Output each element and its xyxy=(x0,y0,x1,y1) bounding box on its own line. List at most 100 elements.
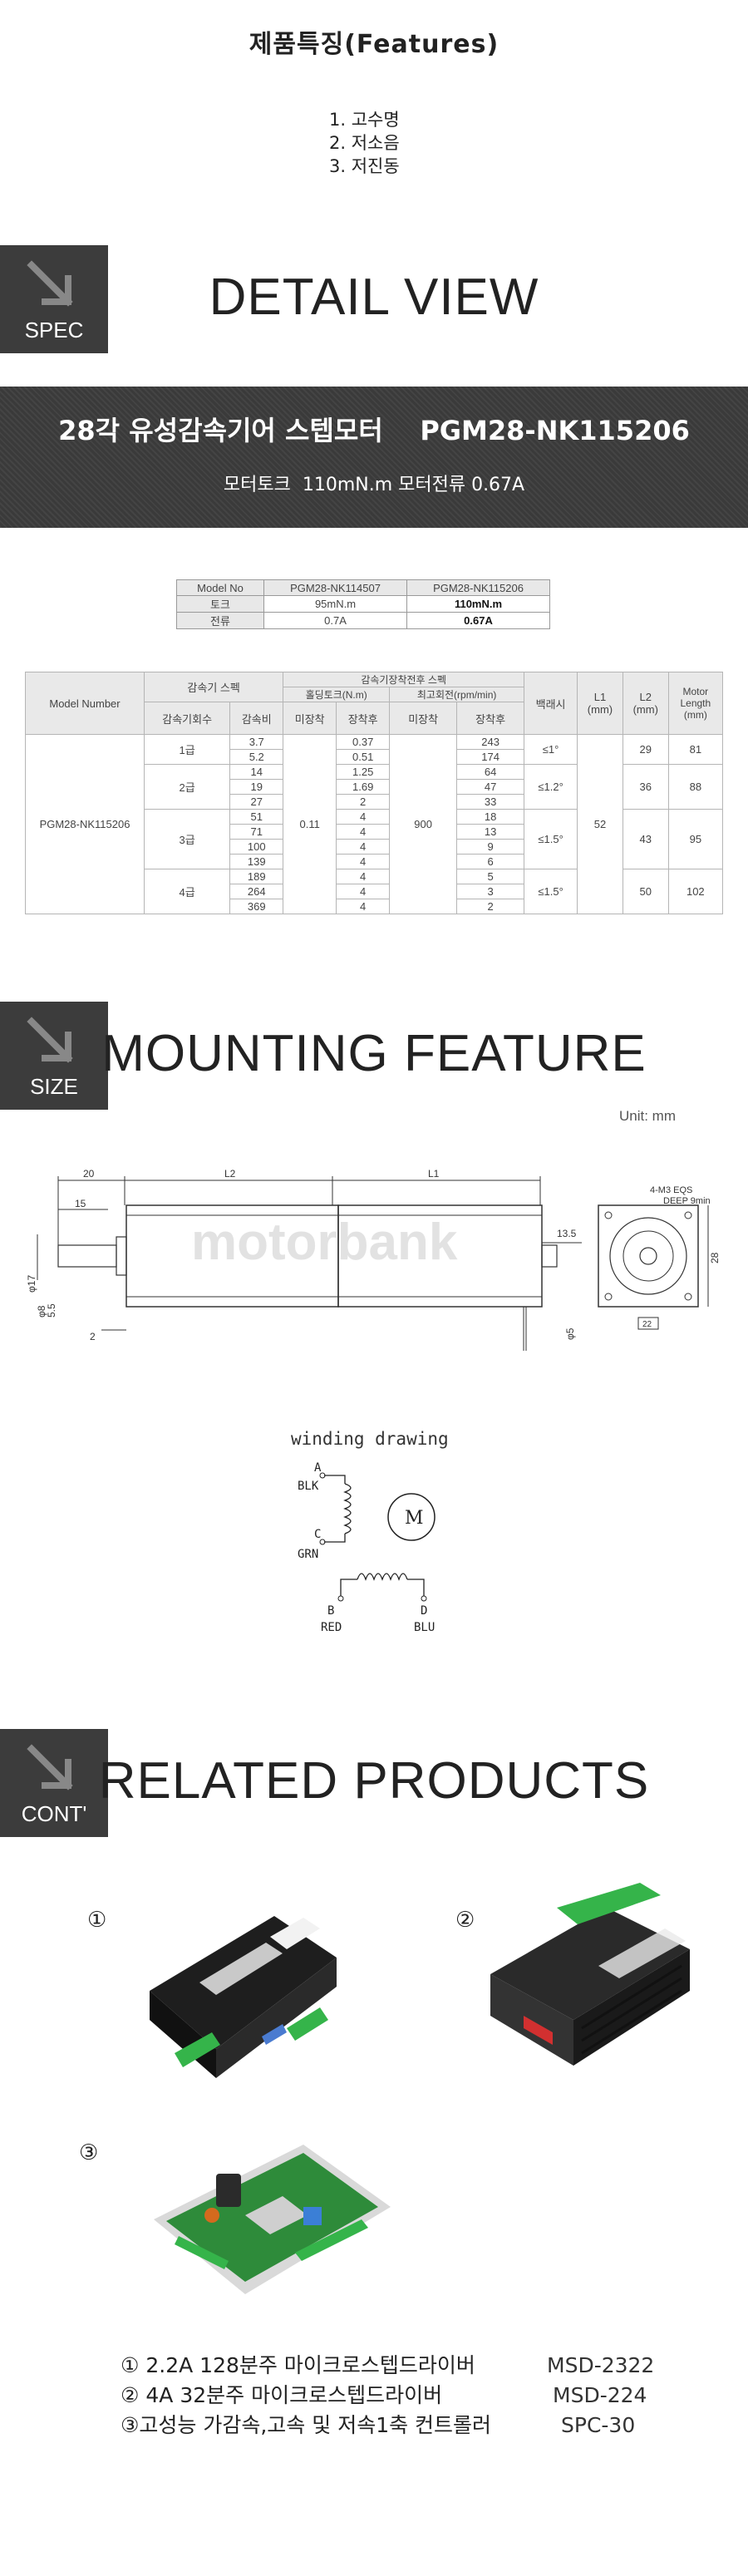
dim-15: 15 xyxy=(75,1198,86,1209)
dia-8: φ8 xyxy=(36,1305,47,1318)
speed-after-cell: 9 xyxy=(456,839,525,855)
speed-before-cell: 900 xyxy=(389,734,458,914)
product-image-msd-2322[interactable] xyxy=(116,1883,366,2099)
length-cell: 81 xyxy=(667,734,724,765)
table-cell: 95mN.m xyxy=(263,595,407,613)
spec-badge: SPEC xyxy=(0,245,108,353)
table-cell: 0.67A xyxy=(406,612,550,629)
header-reducer: 감속기 스펙 xyxy=(143,672,284,702)
holding-before-cell: 0.11 xyxy=(283,734,337,914)
product-banner: 28각 유성감속기어 스텝모터 PGM28-NK115206 모터토크 110m… xyxy=(0,387,748,528)
header-model: Model Number xyxy=(25,672,145,735)
holding-after-cell: 4 xyxy=(336,884,391,899)
product-name: ③고성능 가감속,고속 및 저속1축 컨트롤러 xyxy=(121,2413,492,2437)
features-list: 1. 고수명 2. 저소음 3. 저진동 xyxy=(329,108,400,178)
l2-cell: 50 xyxy=(622,869,669,914)
banner-title: 28각 유성감속기어 스텝모터 PGM28-NK115206 xyxy=(58,415,690,446)
arrow-down-right-icon xyxy=(27,260,73,307)
holding-after-cell: 4 xyxy=(336,839,391,855)
label-red: RED xyxy=(321,1621,342,1634)
cont-badge: CONT' xyxy=(0,1729,108,1837)
ratio-cell: 51 xyxy=(229,809,284,825)
table-cell: Model No xyxy=(176,579,264,596)
product-image-spc-30[interactable] xyxy=(137,2128,411,2327)
dia-55: 5.5 xyxy=(46,1303,57,1318)
dia-17: φ17 xyxy=(26,1275,37,1293)
backlash-cell: ≤1.2° xyxy=(524,764,578,810)
length-cell: 95 xyxy=(667,809,724,869)
label-a: A xyxy=(314,1461,322,1475)
holding-after-cell: 2 xyxy=(336,794,391,810)
watermark-text: motorbank xyxy=(191,1214,458,1271)
header-motor-length: Motor Length (mm) xyxy=(667,672,724,735)
speed-after-cell: 13 xyxy=(456,824,525,840)
list-item[interactable]: ② 4A 32분주 마이크로스텝드라이버 MSD-224 xyxy=(0,2381,748,2411)
holding-after-cell: 1.25 xyxy=(336,764,391,780)
dia-5: φ5 xyxy=(564,1327,576,1340)
product-model: MSD-2322 xyxy=(547,2353,655,2377)
related-products-title: RELATED PRODUCTS xyxy=(98,1752,650,1810)
feature-item: 1. 고수명 xyxy=(329,110,400,130)
speed-after-cell: 6 xyxy=(456,854,525,869)
label-d: D xyxy=(421,1604,427,1618)
table-row: Model No PGM28-NK114507 PGM28-NK115206 xyxy=(176,579,550,596)
dim-20: 20 xyxy=(83,1168,95,1180)
backlash-cell: ≤1.5° xyxy=(524,809,578,869)
table-row: 3급 51 4 18 ≤1.5° 43 95 xyxy=(26,809,724,869)
winding-title: winding drawing xyxy=(291,1429,449,1449)
speed-after-cell: 5 xyxy=(456,869,525,884)
box-22: 22 xyxy=(642,1320,652,1329)
speed-after-cell: 2 xyxy=(456,899,525,914)
ratio-cell: 27 xyxy=(229,794,284,810)
header-after-spec: 감속기장착전후 스펙 xyxy=(283,672,525,687)
spec-table: Model Number 감속기 스펙 감속기장착전후 스펙 백래시 L1 (m… xyxy=(25,672,724,914)
winding-diagram: winding drawing M A BLK C GRN B RED D BL… xyxy=(291,1429,449,1634)
ratio-cell: 264 xyxy=(229,884,284,899)
ratio-cell: 100 xyxy=(229,839,284,855)
ratio-cell: 5.2 xyxy=(229,749,284,765)
ratio-cell: 139 xyxy=(229,854,284,869)
table-cell: 0.7A xyxy=(263,612,407,629)
stage-cell: 3급 xyxy=(143,809,231,869)
related-products-list: ① 2.2A 128분주 마이크로스텝드라이버 MSD-2322 ② 4A 32… xyxy=(0,2351,748,2442)
header-after: 장착후 xyxy=(336,702,391,735)
holding-after-cell: 4 xyxy=(336,899,391,914)
ratio-cell: 3.7 xyxy=(229,734,284,750)
label-c: C xyxy=(314,1528,321,1541)
table-row: 27 2 33 xyxy=(26,794,723,810)
table-cell: 토크 xyxy=(176,595,264,613)
product-name: ① 2.2A 128분주 마이크로스텝드라이버 xyxy=(121,2353,475,2377)
stage-cell: 2급 xyxy=(143,764,231,810)
arrow-down-right-icon xyxy=(27,1017,73,1063)
mounting-drawing: motorbank 20 L2 L1 15 φ17 φ8 5.5 2 13.5 … xyxy=(26,1168,721,1351)
table-cell: PGM28-NK114507 xyxy=(263,579,407,596)
spec-badge-label: SPEC xyxy=(24,318,84,342)
table-row: 토크 95mN.m 110mN.m xyxy=(176,595,550,613)
speed-after-cell: 18 xyxy=(456,809,525,825)
model-cell: PGM28-NK115206 xyxy=(25,734,145,914)
product-image-msd-224[interactable] xyxy=(474,1874,715,2091)
detail-view-title: DETAIL VIEW xyxy=(209,268,539,326)
product-marker-3: ③ xyxy=(79,2140,99,2165)
holding-after-cell: 0.37 xyxy=(336,734,391,750)
holding-after-cell: 4 xyxy=(336,869,391,884)
header-before2: 미장착 xyxy=(389,702,458,735)
speed-after-cell: 174 xyxy=(456,749,525,765)
table-row: PGM28-NK115206 1급 3.7 0.11 0.37 900 243 … xyxy=(25,734,724,914)
list-item[interactable]: ③고성능 가감속,고속 및 저속1축 컨트롤러 SPC-30 xyxy=(0,2411,748,2441)
product-marker-1: ① xyxy=(87,1908,107,1933)
holding-after-cell: 4 xyxy=(336,824,391,840)
header-l1: L1 (mm) xyxy=(577,672,623,735)
dim-2: 2 xyxy=(90,1331,96,1342)
table-row: 전류 0.7A 0.67A xyxy=(176,612,550,629)
feature-item: 2. 저소음 xyxy=(329,133,400,153)
product-marker-2: ② xyxy=(455,1908,475,1933)
list-item[interactable]: ① 2.2A 128분주 마이크로스텝드라이버 MSD-2322 xyxy=(0,2351,748,2381)
features-title: 제품특징(Features) xyxy=(249,30,499,59)
table-cell: 전류 xyxy=(176,612,264,629)
header-speed: 최고회전(rpm/min) xyxy=(389,687,525,702)
table-row: 4급 189 4 5 ≤1.5° 50 102 xyxy=(26,869,724,914)
header-ratio: 감속비 xyxy=(229,702,284,735)
label-b: B xyxy=(327,1604,334,1618)
header-after2: 장착후 xyxy=(456,702,525,735)
